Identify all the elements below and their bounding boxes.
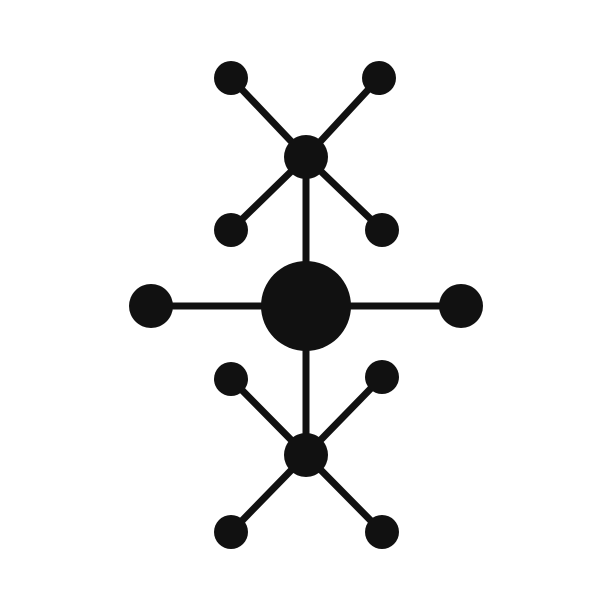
nodes-layer: [129, 61, 483, 549]
node-right: [439, 284, 483, 328]
node-top-hub: [284, 135, 328, 179]
node-top-hub-lower-right: [365, 213, 399, 247]
node-bottom-hub-upper-left: [214, 362, 248, 396]
node-top-hub-lower-left: [214, 213, 248, 247]
node-left: [129, 284, 173, 328]
node-bottom-hub-lower-left: [214, 515, 248, 549]
node-center: [261, 261, 351, 351]
node-top-hub-upper-right: [362, 61, 396, 95]
node-bottom-hub-upper-right: [365, 360, 399, 394]
node-bottom-hub: [284, 433, 328, 477]
node-top-hub-upper-left: [214, 61, 248, 95]
node-bottom-hub-lower-right: [365, 515, 399, 549]
